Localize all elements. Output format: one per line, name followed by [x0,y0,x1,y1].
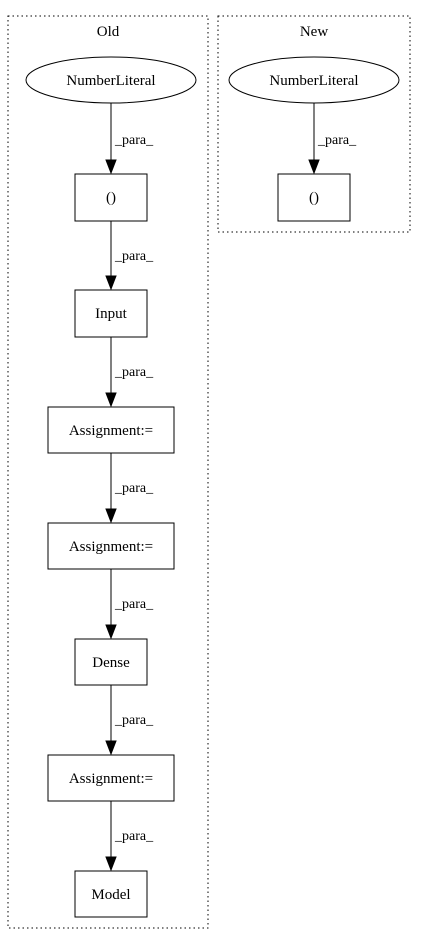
edge-label: _para_ [114,597,154,612]
node-label: Assignment:= [69,423,153,439]
node-old-dense: Dense [74,638,148,686]
node-label: Assignment:= [69,539,153,555]
edge-old-assign2-dense: _para_ [105,569,154,640]
cluster-new-label: New [300,24,328,40]
cluster-new-frame [217,15,411,233]
node-old-input: Input [74,289,148,338]
node-old-model: Model [74,870,148,918]
edge-old-numlit-paren: _para_ [105,103,154,175]
node-new-numberliteral: NumberLiteral [228,56,400,104]
node-old-numberliteral: NumberLiteral [25,56,197,104]
node-old-assignment-2: Assignment:= [47,522,175,570]
edge-old-paren-input: _para_ [105,221,154,291]
node-label: Model [91,887,130,903]
node-label: () [309,190,319,206]
cluster-old-frame [7,15,209,929]
edge-label: _para_ [114,481,154,496]
cluster-old: Old _para_ _para_ _para_ _para_ _para_ [7,15,209,929]
node-label: Assignment:= [69,771,153,787]
edge-label: _para_ [317,133,357,148]
edge-old-assign3-model: _para_ [105,801,154,872]
cluster-new: New _para_ NumberLiteral () [217,15,411,233]
edge-label: _para_ [114,133,154,148]
edge-label: _para_ [114,365,154,380]
node-label: Dense [92,655,130,671]
node-old-paren: () [74,173,148,222]
edge-label: _para_ [114,249,154,264]
node-new-paren: () [277,173,351,222]
edge-label: _para_ [114,829,154,844]
edge-label: _para_ [114,713,154,728]
node-label: NumberLiteral [66,73,155,89]
node-label: Input [95,306,127,322]
node-old-assignment-1: Assignment:= [47,406,175,454]
node-label: () [106,190,116,206]
edge-old-input-assign1: _para_ [105,337,154,408]
cluster-old-label: Old [97,24,120,40]
edge-old-assign1-assign2: _para_ [105,453,154,524]
node-old-assignment-3: Assignment:= [47,754,175,802]
edge-old-dense-assign3: _para_ [105,685,154,756]
node-label: NumberLiteral [269,73,358,89]
edge-new-numlit-paren: _para_ [308,103,357,175]
